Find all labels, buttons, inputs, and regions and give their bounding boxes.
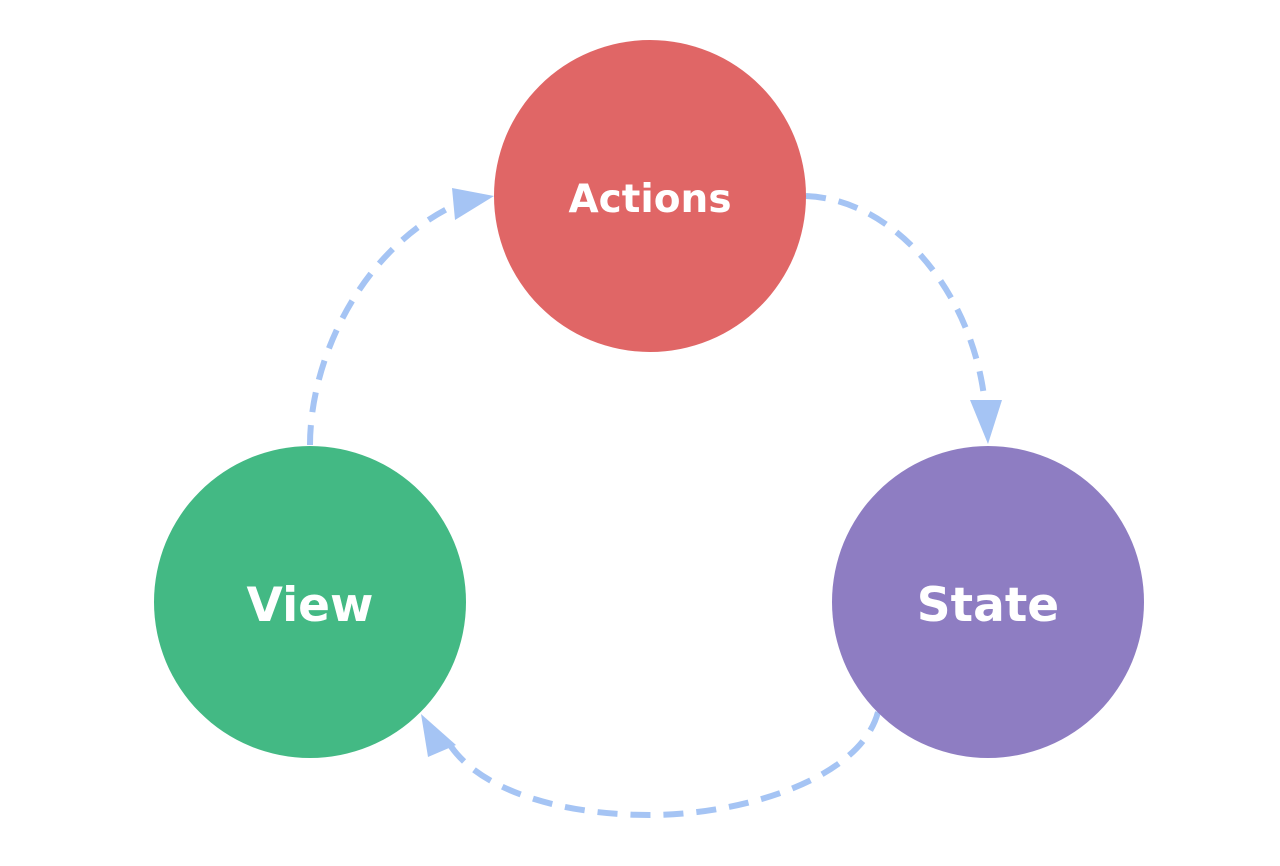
node-state-circle [832,446,1144,758]
node-view-circle [154,446,466,758]
edge-state-to-view-arrowhead [421,714,456,757]
edge-actions-to-state-line [805,193,988,406]
edge-view-to-actions-line [307,202,457,446]
edge-actions-to-state-arrowhead [970,400,1002,444]
edge-state-to-view-line [447,711,881,819]
node-view-label: View [247,578,374,633]
edge-state-to-view [421,711,881,819]
node-actions: Actions [494,40,806,352]
node-actions-label: Actions [568,177,731,222]
edge-view-to-actions-arrowhead [452,188,494,220]
edge-actions-to-state [805,193,1002,444]
node-state: State [832,446,1144,758]
node-state-label: State [917,578,1059,633]
node-actions-circle [494,40,806,352]
edge-view-to-actions [307,188,494,446]
node-view: View [154,446,466,758]
